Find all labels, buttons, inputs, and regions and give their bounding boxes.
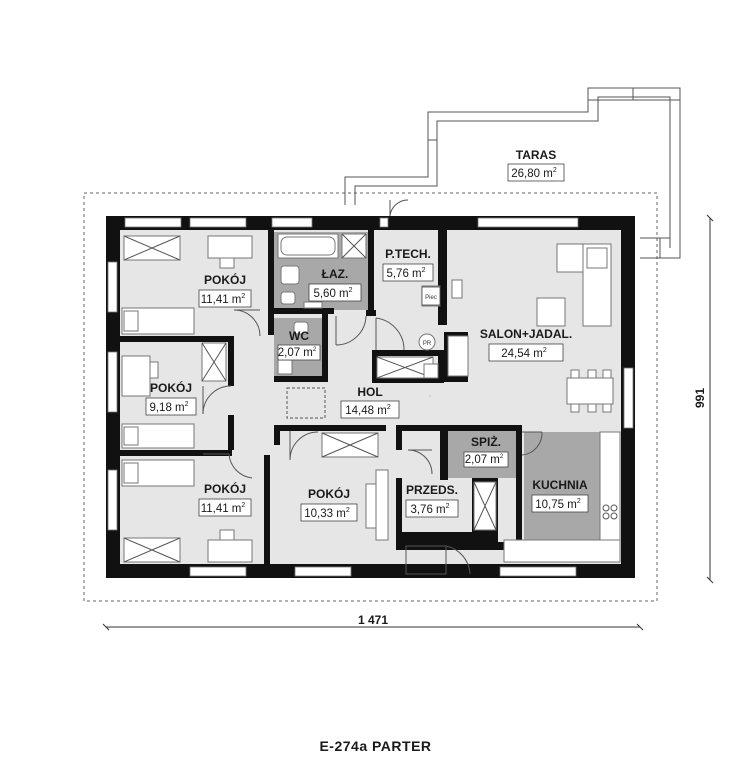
room-name-pokoj-2: POKÓJ (150, 380, 192, 395)
room-name-hol: HOL (357, 385, 382, 399)
room-name-salon: SALON+JADAL. (480, 327, 572, 341)
depth-dimension-label: 991 (693, 388, 707, 408)
entrance (405, 545, 471, 575)
width-dimension-label: 1 471 (358, 613, 388, 627)
room-name-kuchnia: KUCHNIA (532, 478, 588, 492)
room-area-salon: 24,54 m2 (501, 347, 547, 360)
room-area-laz: 5,60 m2 (313, 287, 352, 300)
room-name-pokoj-4: POKÓJ (308, 486, 350, 501)
room-name-laz: ŁAZ. (322, 267, 349, 281)
room-name-taras: TARAS (516, 148, 556, 162)
room-area-hol: 14,48 m2 (345, 404, 391, 417)
room-area-taras: 26,80 m2 (511, 167, 557, 180)
interior-walls (120, 230, 522, 565)
room-area-pokoj-1: 11,41 m2 (201, 293, 246, 306)
doors (202, 199, 543, 479)
floor-plan: Piec PR TARAS POKÓJ ŁAZ. P.TECH. SALON+J… (83, 87, 714, 631)
room-area-pokoj-2: 9,18 m2 (149, 401, 188, 414)
depth-dimension: 991 (693, 214, 714, 584)
room-area-przeds: 3,76 m2 (410, 503, 449, 516)
washer-label: PR (423, 341, 432, 347)
room-area-kuchnia: 10,75 m2 (535, 498, 581, 511)
room-area-pokoj-3: 11,41 m2 (201, 502, 246, 515)
room-area-ptech: 5,76 m2 (386, 267, 425, 280)
room-name-spiz: SPIŻ. (471, 434, 501, 449)
room-name-pokoj-1: POKÓJ (204, 272, 246, 287)
area-boxes (145, 163, 589, 522)
room-name-ptech: P.TECH. (385, 247, 431, 261)
kitchen-island-fill (524, 432, 600, 540)
boiler-icon (421, 286, 441, 306)
room-name-wc: WC (289, 329, 309, 343)
room-area-pokoj-4: 10,33 m2 (304, 507, 350, 520)
furniture (121, 233, 621, 563)
boiler-label: Piec (425, 295, 437, 301)
room-area-wc: 2,07 m2 (278, 347, 317, 359)
width-dimension: 1 471 (102, 613, 644, 631)
eaves-outline (83, 192, 658, 602)
room-name-przeds: PRZEDS. (406, 483, 458, 497)
terrace-outline (344, 87, 681, 259)
room-name-pokoj-3: POKÓJ (204, 481, 246, 496)
windows (107, 217, 634, 577)
room-area-spiz: 2,07 m2 (465, 454, 504, 466)
plan-caption: E-274a PARTER (319, 738, 432, 754)
